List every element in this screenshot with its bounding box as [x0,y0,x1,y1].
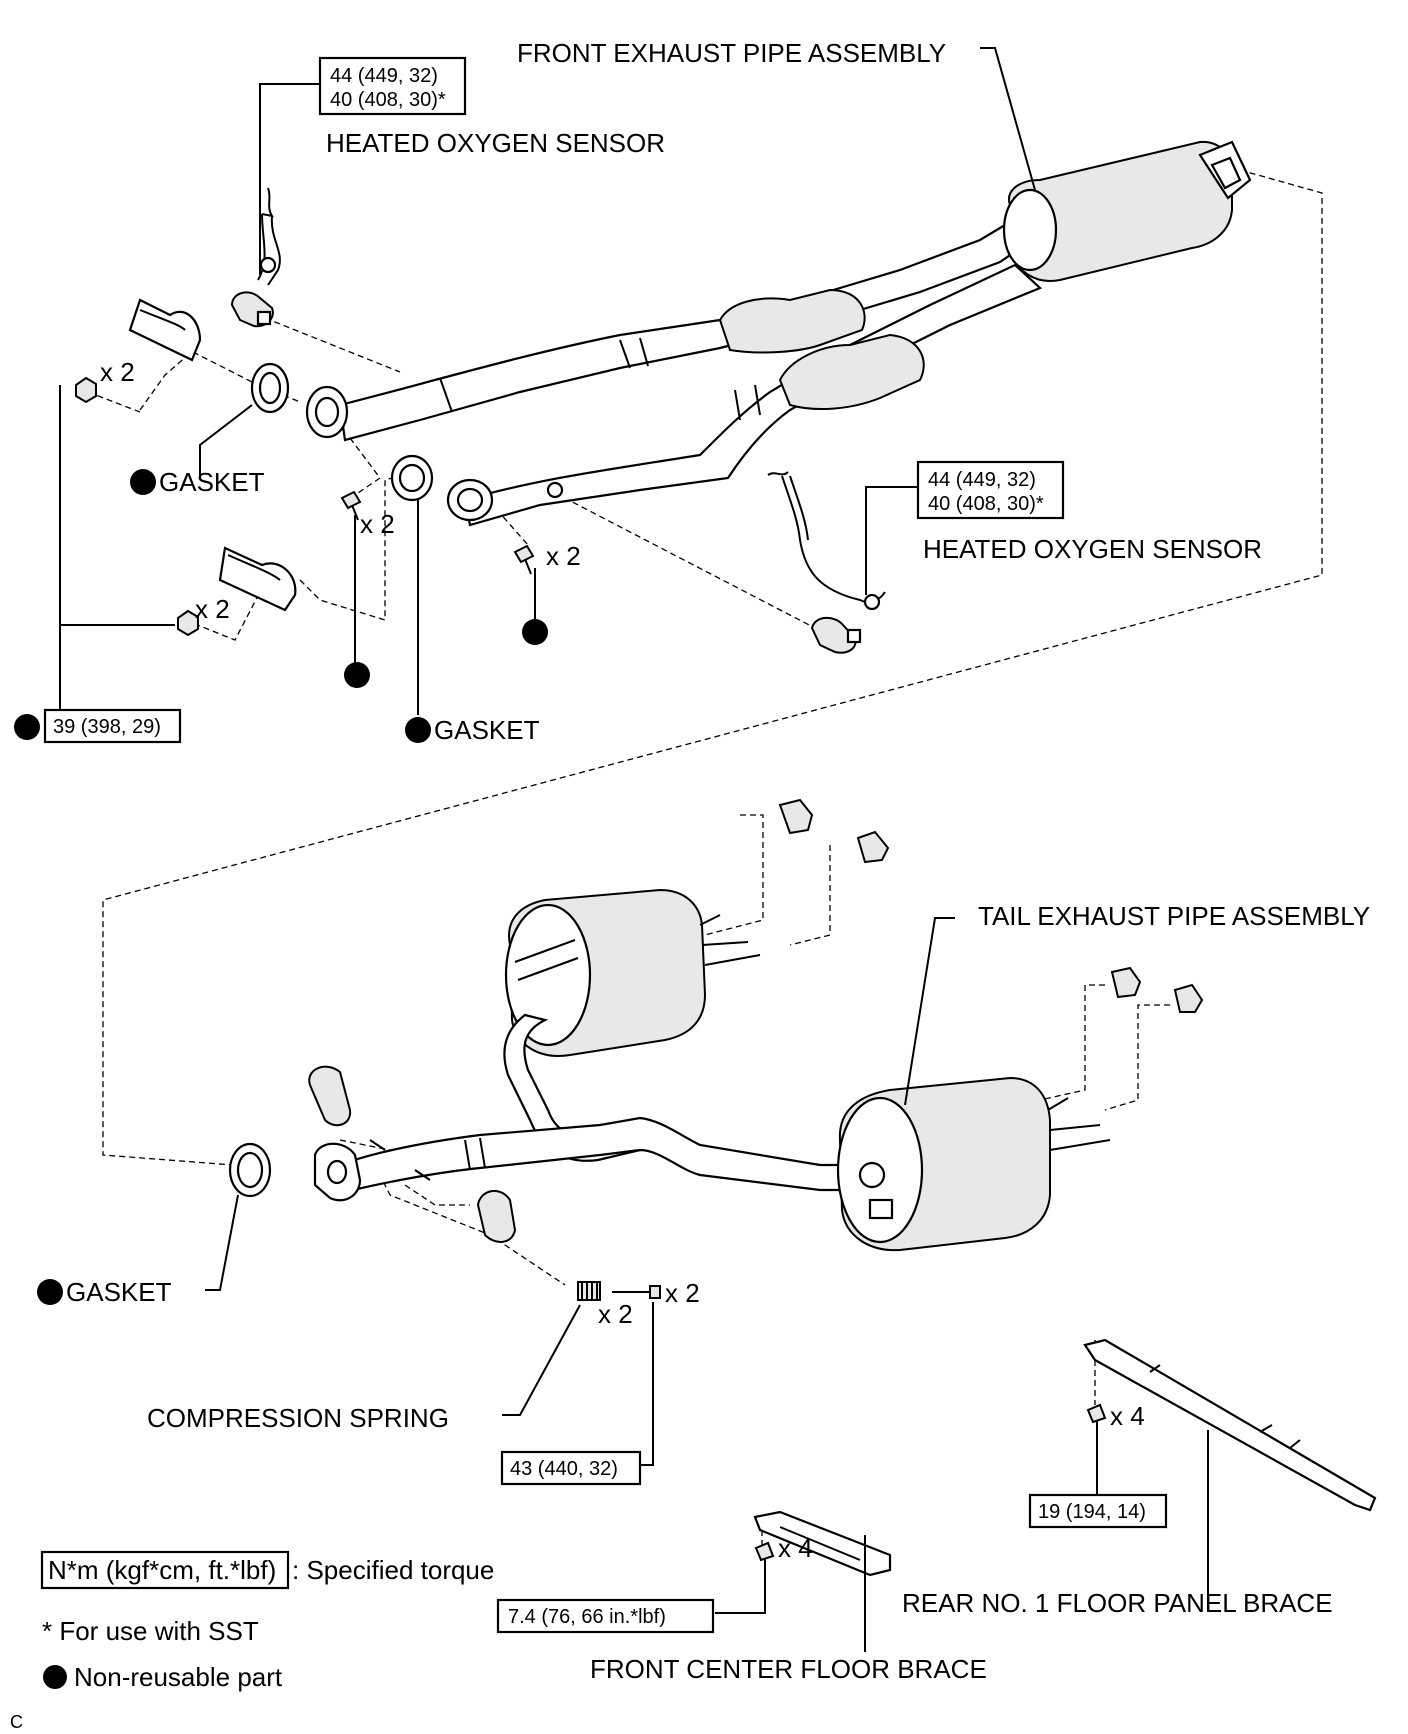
front-floor-brace [753,1510,892,1577]
label-gasket-upper: GASKET [159,467,265,497]
non-reusable-marker [522,619,548,645]
torque-box-sensor-lower: 44 (449, 32) 40 (408, 30)* [916,460,1065,520]
qty-bolt-right: x 2 [546,541,581,571]
label-tail-exhaust-pipe: TAIL EXHAUST PIPE ASSEMBLY [978,901,1370,931]
qty-rear-brace: x 4 [1110,1401,1145,1431]
torque-nut: 39 (398, 29) [53,716,161,738]
label-oxygen-sensor-upper: HEATED OXYGEN SENSOR [326,128,665,158]
label-gasket-lower: GASKET [66,1277,172,1307]
torque-sensor2-line2: 40 (408, 30)* [928,493,1044,515]
label-gasket-middle: GASKET [434,715,540,745]
non-reusable-marker [405,717,431,743]
front-exhaust-pipe [305,140,1252,527]
corner-mark: C [10,1712,23,1732]
rear-floor-brace [1083,1338,1377,1512]
non-reusable-marker [130,469,156,495]
legend-unit-box: N*m (kgf*cm, ft.*lbf) [48,1555,276,1585]
legend-sst-note: * For use with SST [42,1616,259,1646]
torque-sensor1-line1: 44 (449, 32) [330,65,438,87]
torque-sensor2-line1: 44 (449, 32) [928,469,1036,491]
legend: N*m (kgf*cm, ft.*lbf) : Specified torque… [40,1550,494,1692]
legend-unit-desc: : Specified torque [292,1555,494,1585]
torque-box-sensor-upper: 44 (449, 32) 40 (408, 30)* [318,56,467,116]
torque-box-nut: 39 (398, 29) [43,708,182,744]
qty-bolt-left: x 2 [360,509,395,539]
qty-nut-top: x 2 [100,357,135,387]
oxygen-sensor-upper [230,187,281,328]
label-rear-floor-brace: REAR NO. 1 FLOOR PANEL BRACE [902,1588,1333,1618]
non-reusable-marker [37,1279,63,1305]
oxygen-sensor-lower [767,471,886,654]
leader-lines [59,47,1209,1652]
label-front-floor-brace: FRONT CENTER FLOOR BRACE [590,1654,987,1684]
label-front-exhaust-pipe: FRONT EXHAUST PIPE ASSEMBLY [517,38,946,68]
non-reusable-marker [344,662,370,688]
label-oxygen-sensor-lower: HEATED OXYGEN SENSOR [923,534,1262,564]
torque-box-front-brace: 7.4 (76, 66 in.*lbf) [496,1598,715,1634]
torque-sensor1-line2: 40 (408, 30)* [330,89,446,111]
qty-spring: x 2 [598,1299,633,1329]
torque-spring-bolt: 43 (440, 32) [510,1458,618,1480]
torque-box-rear-brace: 19 (194, 14) [1028,1493,1168,1529]
qty-spring-bolt: x 2 [665,1278,700,1308]
non-reusable-marker [43,1665,67,1689]
non-reusable-marker [14,714,40,740]
legend-non-reusable: Non-reusable part [74,1662,283,1692]
torque-rear-brace: 19 (194, 14) [1038,1501,1146,1523]
torque-front-brace: 7.4 (76, 66 in.*lbf) [508,1606,666,1628]
qty-nut-bottom: x 2 [195,594,230,624]
left-pipes [75,298,535,637]
torque-box-spring-bolt: 43 (440, 32) [500,1450,642,1486]
label-compression-spring: COMPRESSION SPRING [147,1403,449,1433]
qty-front-brace: x 4 [778,1533,813,1563]
tail-exhaust-pipe [228,798,1204,1301]
